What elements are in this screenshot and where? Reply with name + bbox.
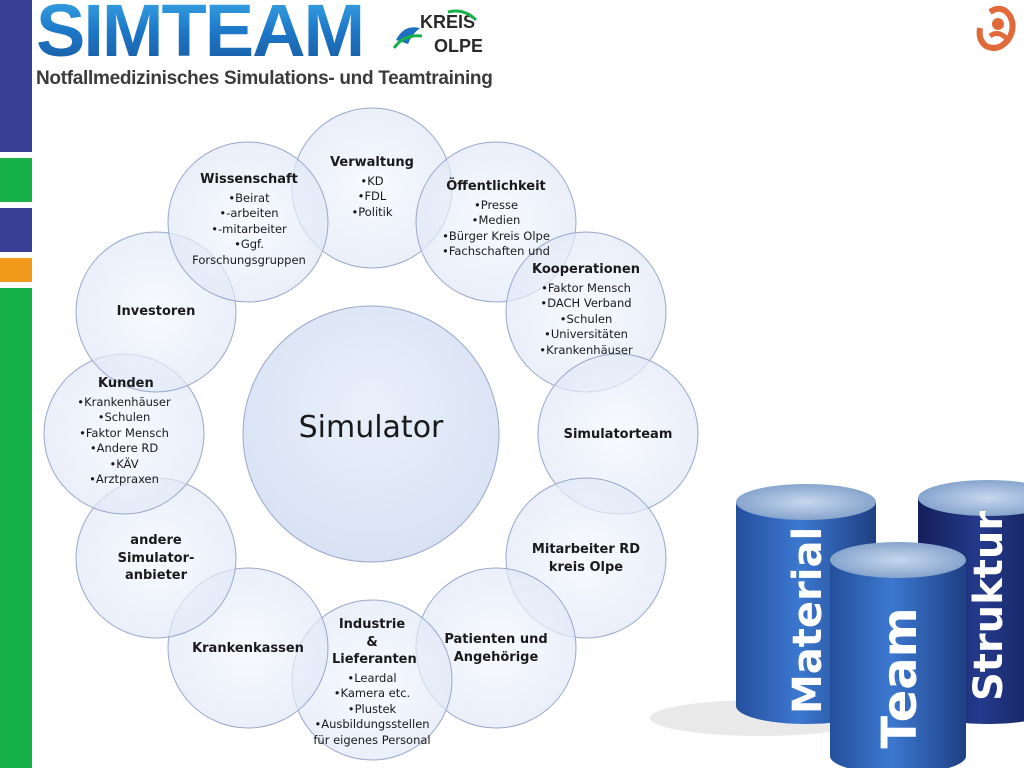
cylinder-label-team: Team	[872, 607, 928, 749]
node-item: •Krankenhäuser	[539, 342, 633, 357]
mother-child-logo-icon	[976, 5, 1016, 51]
node-oeffentlichkeit: Öffentlichkeit •Presse •Medien •Bürger K…	[426, 178, 566, 260]
node-item: •Krankenhäuser	[77, 394, 171, 409]
simteam-logo: SIMTEAM	[36, 0, 365, 68]
node-title: Kunden	[98, 376, 154, 391]
node-item: •Andere RD	[89, 441, 159, 456]
node-item: •Medien	[471, 213, 521, 228]
node-title: andere Simulator-anbieter	[117, 533, 195, 584]
page-subtitle: Notfallmedizinisches Simulations- und Te…	[36, 68, 493, 89]
kreis-logo-text-2: OLPE	[434, 36, 482, 56]
node-item: •Fachschaften und	[442, 244, 550, 259]
node-item: •Leardal	[347, 670, 397, 685]
node-simulatorteam: Simulatorteam	[548, 426, 688, 446]
node-title: Mitarbeiter RD kreis Olpe	[531, 542, 641, 575]
sidebar-block-bottom	[0, 288, 32, 768]
node-title: Simulatorteam	[563, 427, 673, 442]
circle-simulator-center	[242, 305, 500, 563]
node-industrie: Industrie & Lieferanten •Leardal •Kamera…	[307, 616, 437, 748]
node-title: Krankenkassen	[192, 641, 304, 656]
node-title: Industrie & Lieferanten	[332, 617, 417, 668]
sidebar-block-green	[0, 158, 32, 202]
node-item: •Politik	[351, 204, 393, 219]
node-patienten: Patienten und Angehörige	[436, 631, 556, 668]
node-item: •-mitarbeiter	[211, 221, 287, 236]
circle-wissenschaft	[167, 141, 329, 303]
node-item: •Faktor Mensch	[541, 280, 631, 295]
node-item: •KÄV	[109, 456, 139, 471]
node-investoren: Investoren	[96, 303, 216, 323]
node-item: •Bürger Kreis Olpe	[442, 228, 550, 243]
node-title: Wissenschaft	[200, 172, 298, 187]
node-item: •Beirat	[228, 190, 270, 205]
node-item: •FDL	[357, 189, 387, 204]
node-item: •Ggf. Forschungsgruppen	[192, 237, 306, 267]
node-item: •Faktor Mensch	[79, 425, 169, 440]
node-item: •Ausbildungsstellen für eigenes Personal	[313, 717, 431, 747]
sidebar-block-orange	[0, 258, 32, 282]
node-item: •Universitäten	[544, 327, 628, 342]
sidebar-block-blue	[0, 208, 32, 252]
node-title: Patienten und Angehörige	[444, 632, 548, 665]
outer-circles	[43, 107, 699, 761]
node-item: •Presse	[473, 197, 519, 212]
node-andere-anbieter: andere Simulator-anbieter	[116, 532, 196, 587]
kreis-logo-text-1: KREIS	[420, 12, 475, 32]
node-krankenkassen: Krankenkassen	[188, 640, 308, 660]
node-title: Investoren	[116, 304, 196, 319]
cylinder-label-material: Material	[785, 526, 831, 714]
node-item: •DACH Verband	[540, 296, 632, 311]
node-item: •-arbeiten	[219, 206, 279, 221]
node-kooperationen: Kooperationen •Faktor Mensch •DACH Verba…	[516, 261, 656, 358]
node-wissenschaft: Wissenschaft •Beirat •-arbeiten •-mitarb…	[186, 171, 312, 268]
center-label: Simulator	[298, 410, 444, 445]
node-item: •Kamera etc.	[333, 686, 411, 701]
node-item: •KD	[360, 173, 384, 188]
node-mitarbeiter: Mitarbeiter RD kreis Olpe	[526, 541, 646, 578]
sidebar-block-top	[0, 0, 32, 152]
node-title: Kooperationen	[532, 262, 640, 277]
node-title: Verwaltung	[330, 155, 414, 170]
node-item: •Schulen	[559, 311, 613, 326]
node-item: •Schulen	[97, 410, 151, 425]
node-verwaltung: Verwaltung •KD •FDL •Politik	[312, 154, 432, 220]
cylinders-graphic	[650, 480, 1024, 768]
cylinder-label-struktur: Struktur	[966, 510, 1012, 701]
node-item: •Plustek	[347, 701, 397, 716]
kreis-olpe-logo: KREIS OLPE	[392, 9, 482, 56]
node-item: •Arztpraxen	[89, 472, 159, 487]
node-title: Öffentlichkeit	[446, 179, 546, 194]
node-kunden: Kunden •Krankenhäuser •Schulen •Faktor M…	[54, 375, 194, 488]
cylinder-team	[830, 542, 966, 768]
